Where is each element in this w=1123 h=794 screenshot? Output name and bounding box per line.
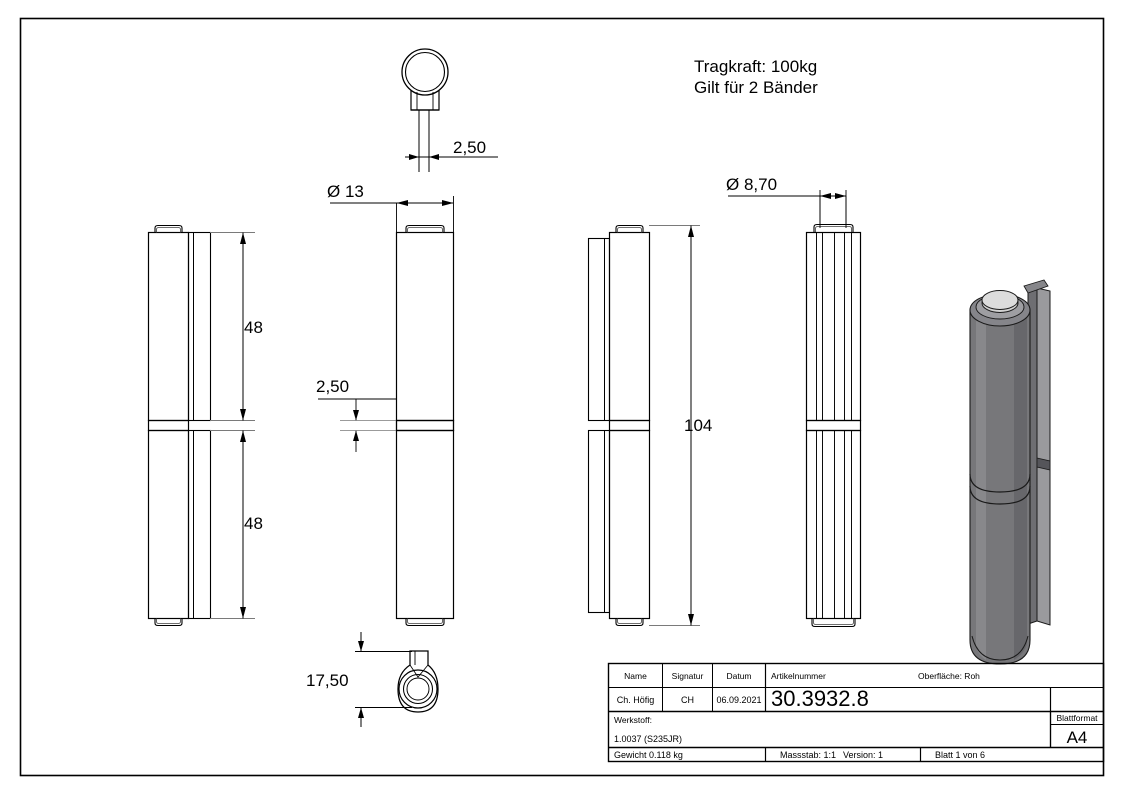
dimension-top-thickness-label: 2,50 — [453, 138, 486, 157]
dimension-leaf-upper — [240, 232, 246, 421]
dimension-diameter-head-label: Ø 13 — [327, 182, 364, 201]
title-block-value-material: 1.0037 (S235JR) — [614, 734, 682, 744]
dimension-eye-width — [355, 632, 412, 727]
title-block-header-article-number: Artikelnummer — [771, 671, 826, 681]
view-1-side-left — [147, 224, 212, 627]
sheet-border — [19, 17, 1105, 777]
isometric-render — [969, 279, 1051, 665]
dimension-diameter-pin — [728, 190, 847, 228]
title-block-header-date: Datum — [726, 671, 751, 681]
view-3-side-right — [587, 224, 651, 627]
title-block-value-sheet-format: A4 — [1067, 728, 1088, 747]
dimension-total-length — [688, 225, 694, 626]
view-2-front — [395, 224, 455, 627]
view-4-rear — [805, 196, 862, 628]
title-block-header-name: Name — [624, 671, 647, 681]
dimension-diameter-head — [330, 196, 454, 232]
title-block: Name Signatur Datum Artikelnummer Oberfl… — [607, 662, 1105, 763]
title-block-header-signature: Signatur — [672, 671, 704, 681]
dimension-gap-thickness — [318, 398, 396, 452]
dimension-top-thickness — [405, 154, 498, 160]
view-bottom-eye-detail — [397, 650, 439, 713]
title-block-value-version: Version: 1 — [843, 750, 883, 760]
title-block-value-date: 06.09.2021 — [716, 695, 761, 705]
view-top-eye-detail — [401, 48, 449, 172]
dimension-gap-thickness-label: 2,50 — [316, 377, 349, 396]
title-block-value-article-number: 30.3932.8 — [771, 686, 869, 711]
title-block-value-name: Ch. Höfig — [617, 695, 655, 705]
dimension-leaf-upper-label: 48 — [244, 318, 263, 337]
dimension-leaf-lower — [240, 430, 246, 619]
title-block-value-scale: Massstab: 1:1 — [780, 750, 836, 760]
note-line-2: Gilt für 2 Bänder — [694, 78, 818, 97]
title-block-header-sheet-format: Blattformat — [1056, 713, 1098, 723]
title-block-header-surface: Oberfläche: Roh — [918, 671, 980, 681]
extension-lines-view-1 — [210, 232, 255, 619]
title-block-header-material: Werkstoff: — [614, 715, 652, 725]
title-block-value-sheet: Blatt 1 von 6 — [935, 750, 985, 760]
title-block-value-weight: Gewicht 0.118 kg — [614, 750, 683, 760]
dimension-eye-width-label: 17,50 — [306, 671, 349, 690]
dimension-diameter-pin-label: Ø 8,70 — [726, 175, 777, 194]
dimension-total-length-label: 104 — [684, 416, 712, 435]
title-block-value-signature: CH — [681, 695, 694, 705]
note-line-1: Tragkraft: 100kg — [694, 57, 817, 76]
dimension-leaf-lower-label: 48 — [244, 514, 263, 533]
